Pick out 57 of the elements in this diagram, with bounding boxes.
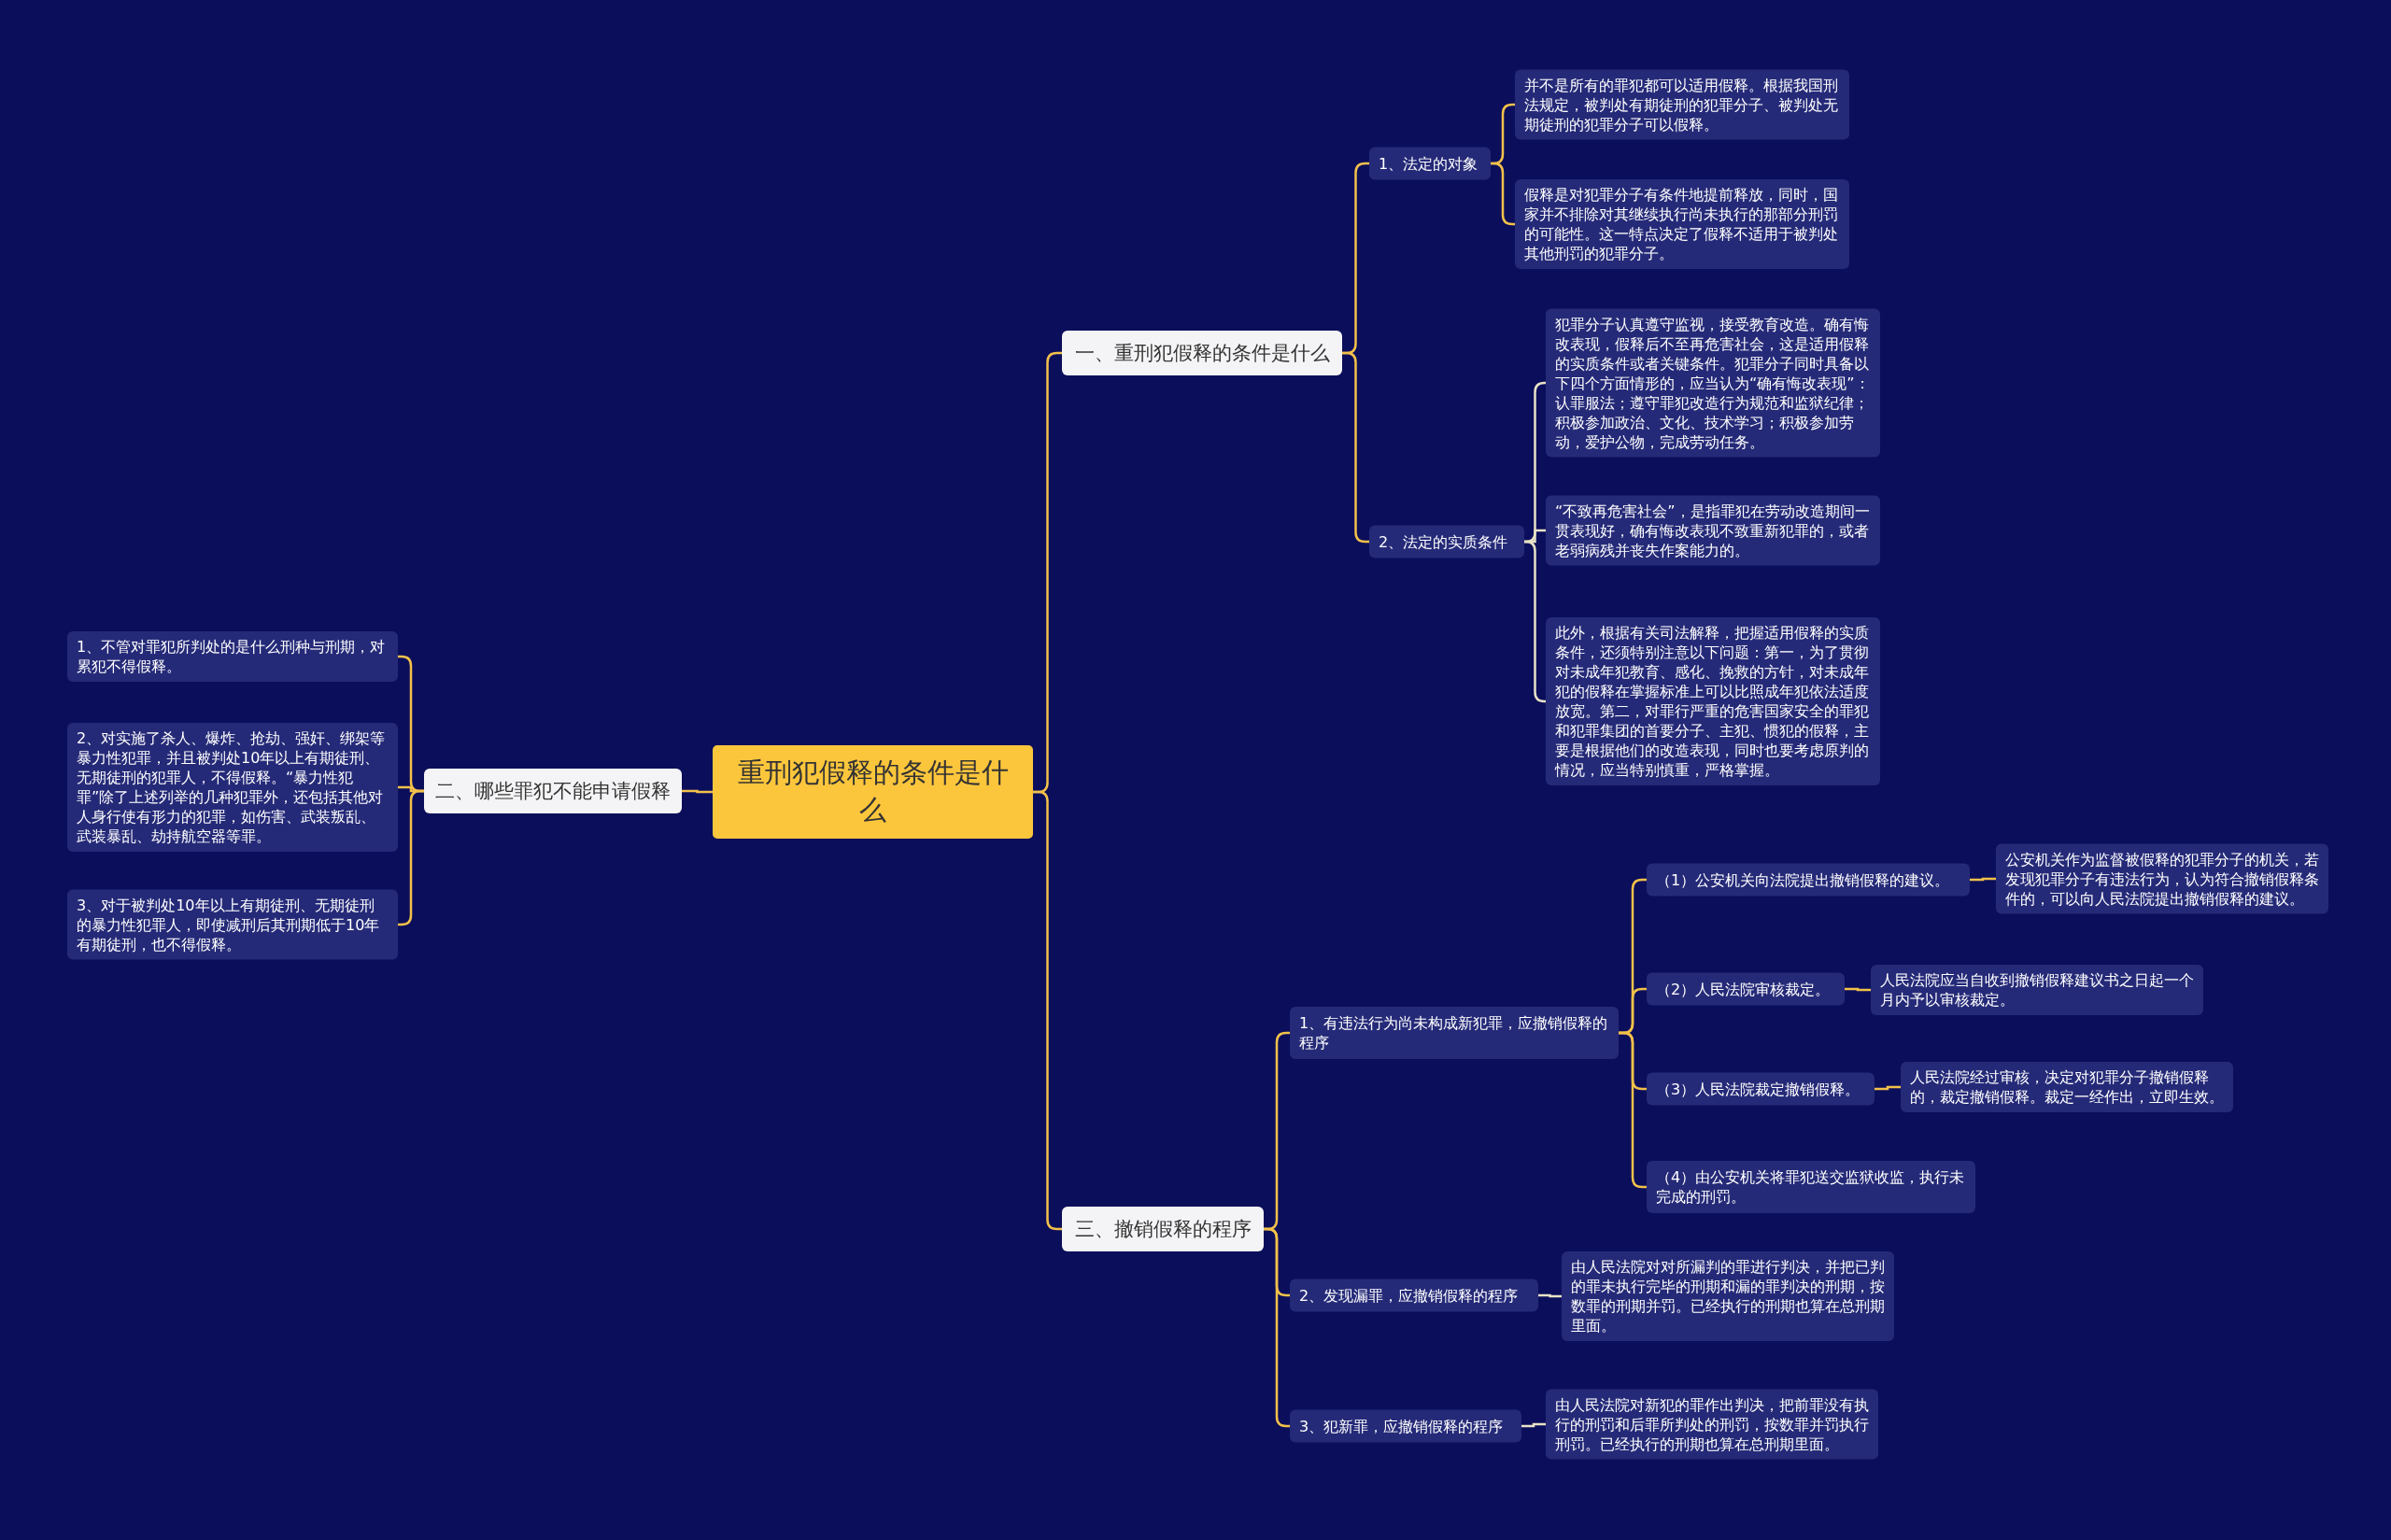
detail-note-box (1546, 495, 1880, 566)
subtopic-text: （4）由公安机关将罪犯送交监狱收监，执行未完成的刑罚。 (1656, 1167, 1966, 1207)
connector-line (1491, 162, 1515, 226)
subtopic-box (1647, 863, 1970, 897)
subtopic-text: 2、法定的实质条件 (1379, 531, 1509, 552)
connector-line (1845, 987, 1871, 992)
detail-note-text: 此外，根据有关司法解释，把握适用假释的实质条件，还须特别注意以下问题：第一，为了贯彻对未成年犯教育、感化、挽救的方针，对未成年犯的假释在掌握标准上可以比照成年犯依法适度放宽。第二，对罪行严重的危害国家安全的罪犯和犯罪集团的首要分子、主犯、惯犯的假释，主要是根据他们的改造表现，同时也要考虑原判的情况，应当特别慎重，严格掌握。 (1555, 623, 1870, 780)
subtopic-text: （2）人民法院审核裁定。 (1656, 979, 1832, 999)
connector-line (1970, 877, 1996, 882)
detail-note-box (1515, 69, 1849, 140)
subtopic-box (1290, 1007, 1619, 1059)
subtopic-text: 1、有违法行为尚未构成新犯罪，应撤销假释的程序 (1299, 1013, 1609, 1053)
detail-note-text: 犯罪分子认真遵守监视，接受教育改造。确有悔改表现，假释后不至再危害社会，这是适用假释的实质条件或者关键条件。犯罪分子同时具备以下四个方面情形的，应当认为“确有悔改表现”：认罪服法；遵守罪犯改造行为规范和监狱纪律；积极参加政治、文化、技术学习；积极参加劳动，爱护公物，完成劳动任务。 (1555, 314, 1871, 452)
subtopic-box (1290, 1279, 1538, 1312)
connector-line (1523, 540, 1547, 703)
connector-line (1521, 1422, 1546, 1428)
detail-note-text: 1、不管对罪犯所判处的是什么刑种与刑期，对累犯不得假释。 (77, 637, 387, 676)
detail-note-box (1562, 1251, 1894, 1341)
detail-note-box (1871, 965, 2203, 1015)
detail-note-text: 假释是对犯罪分子有条件地提前释放，同时，国家并不排除对其继续执行尚未执行的那部分刑罚的可能性。这一特点决定了假释不适用于被判处其他刑罚的犯罪分子。 (1524, 185, 1839, 263)
detail-note-text: 2、对实施了杀人、爆炸、抢劫、强奸、绑架等暴力性犯罪，并且被判处10年以上有期徒刑、无期徒刑的犯罪人，不得假释。“暴力性犯罪”除了上述列举的几种犯罪外，还包括其他对人身行使有形力的犯罪，如伤害、武装叛乱、武装暴乱、劫持航空器等罪。 (77, 728, 387, 846)
detail-note-box (1996, 843, 2328, 914)
branch-topic-text: 二、哪些罪犯不能申请假释 (435, 779, 671, 804)
detail-note-text: 人民法院应当自收到撤销假释建议书之日起一个月内予以审核裁定。 (1880, 970, 2194, 1010)
detail-note-text: 公安机关作为监督被假释的犯罪分子的机关，若发现犯罪分子有违法行为，认为符合撤销假释条件的，可以向人民法院提出撤销假释的建议。 (2005, 849, 2319, 909)
branch-topic-box (1062, 331, 1342, 375)
detail-note-text: 由人民法院对新犯的罪作出判决，把前罪没有执行的刑罚和后罪所判处的刑罚，按数罪并罚执行刑罚。已经执行的刑期也算在总刑期里面。 (1555, 1394, 1869, 1454)
detail-note-text: 3、对于被判处10年以上有期徒刑、无期徒刑的暴力性犯罪人，即使减刑后其刑期低于10年有期徒刑，也不得假释。 (77, 895, 381, 954)
detail-note-text: 人民法院经过审核，决定对犯罪分子撤销假释的，裁定撤销假释。裁定一经作出，立即生效。 (1910, 1067, 2224, 1107)
subtopic-box (1369, 147, 1491, 180)
branch-topic-text: 一、重刑犯假释的条件是什么 (1073, 341, 1331, 366)
central-topic-box (713, 745, 1033, 839)
central-topic-text: 重刑犯假释的条件是什么 (736, 756, 1010, 827)
connector-line (682, 789, 713, 794)
detail-note-box (67, 631, 398, 682)
detail-note-box (67, 889, 398, 960)
subtopic-box (1290, 1409, 1521, 1443)
connector-line (1538, 1293, 1562, 1298)
detail-note-text: 并不是所有的罪犯都可以适用假释。根据我国刑法规定，被判处有期徒刑的犯罪分子、被判处无期徒刑的犯罪分子可以假释。 (1524, 75, 1839, 134)
subtopic-box (1369, 525, 1524, 558)
subtopic-box (1647, 1161, 1975, 1213)
subtopic-text: 1、法定的对象 (1379, 153, 1479, 174)
branch-topic-box (424, 769, 682, 813)
detail-note-box (1546, 1389, 1878, 1460)
detail-note-text: 由人民法院对对所漏判的罪进行判决，并把已判的罪未执行完毕的刑期和漏的罪判决的刑期，按数罪的刑期并罚。已经执行的刑期也算在总刑期里面。 (1571, 1257, 1885, 1335)
branch-topic-text: 三、撤销假释的程序 (1073, 1217, 1252, 1242)
subtopic-text: 2、发现漏罪，应撤销假释的程序 (1299, 1285, 1520, 1306)
detail-note-box (1515, 179, 1849, 269)
subtopic-text: 3、犯新罪，应撤销假释的程序 (1299, 1416, 1505, 1436)
subtopic-text: （3）人民法院裁定撤销假释。 (1656, 1079, 1861, 1099)
detail-note-text: “不致再危害社会”，是指罪犯在劳动改造期间一贯表现好，确有悔改表现不致重新犯罪的，或者老弱病残并丧失作案能力的。 (1555, 501, 1871, 560)
branch-topic-box (1062, 1207, 1264, 1251)
detail-note-box (1901, 1062, 2233, 1112)
subtopic-text: （1）公安机关向法院提出撤销假释的建议。 (1656, 869, 1951, 890)
subtopic-box (1647, 1072, 1875, 1106)
connector-line (1875, 1085, 1901, 1091)
subtopic-box (1647, 972, 1845, 1006)
